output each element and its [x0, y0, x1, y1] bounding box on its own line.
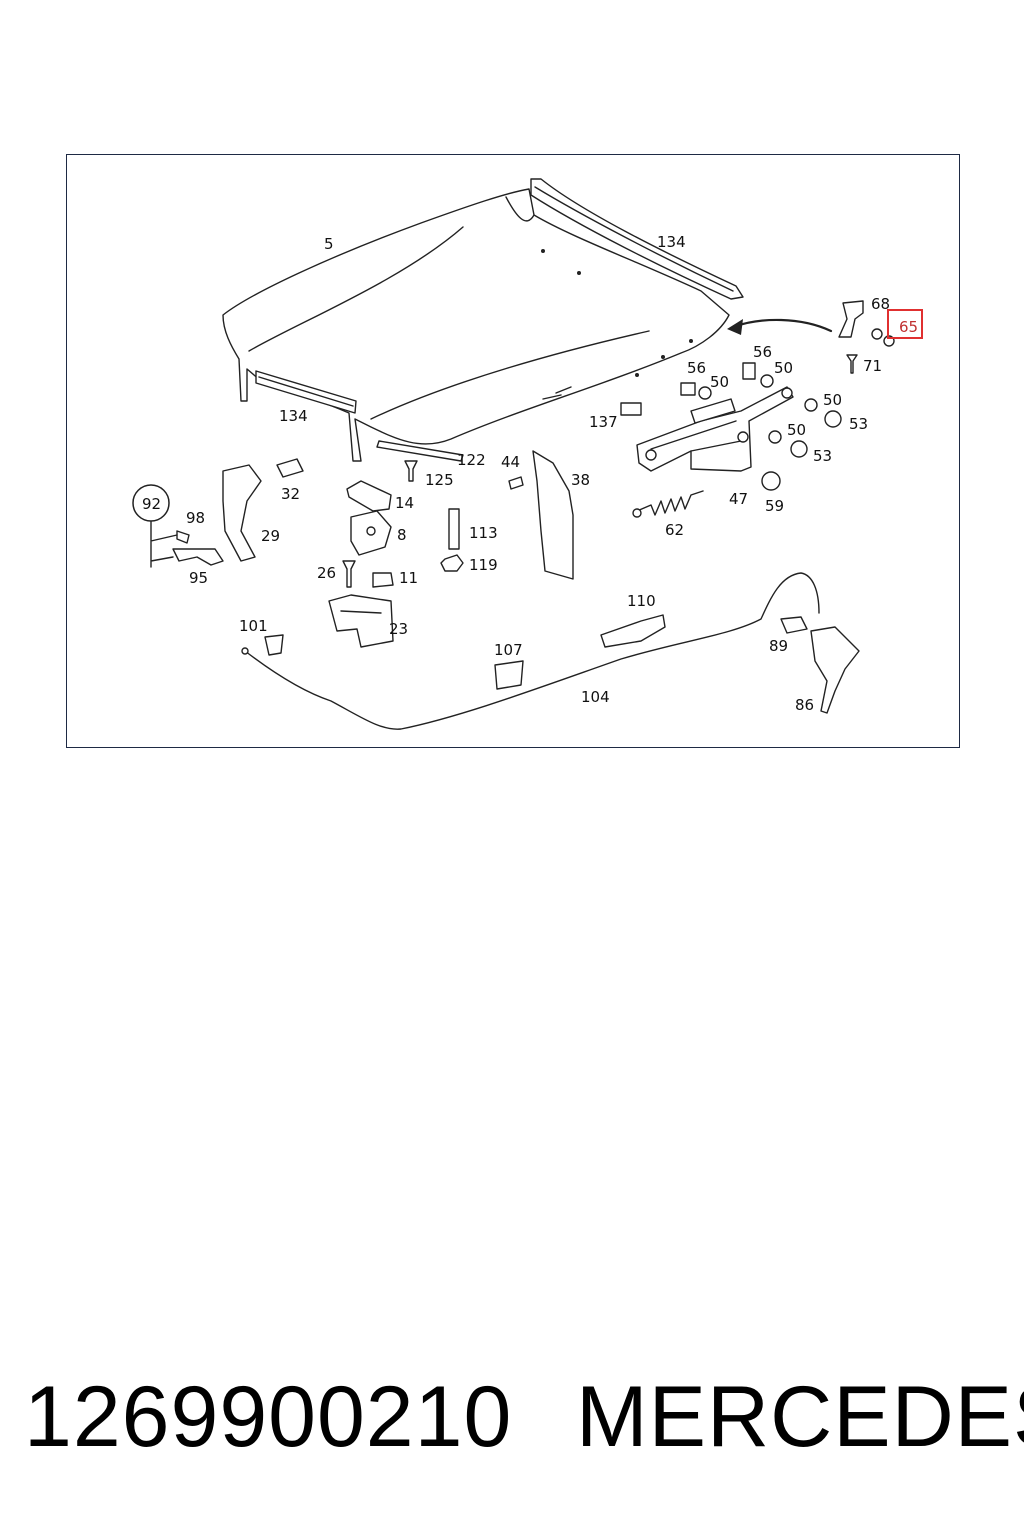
cable-tie-110	[600, 614, 666, 648]
pin-71	[846, 354, 858, 374]
brand-name: MERCEDES	[576, 1369, 1024, 1465]
callout-47: 47	[729, 490, 748, 508]
washer-50b	[760, 374, 774, 388]
exploded-view-drawing: 5 134 134 68 65 71 56 56 50 50 50 50 53 …	[132, 178, 923, 730]
callout-14: 14	[395, 494, 414, 512]
product-caption: 1269900210 MERCEDES	[0, 1362, 1024, 1472]
callout-119: 119	[469, 556, 498, 574]
clip-107	[494, 660, 524, 690]
callout-71: 71	[863, 357, 882, 375]
bracket-95	[172, 548, 224, 566]
callout-62: 62	[665, 521, 684, 539]
callout-107: 107	[494, 641, 523, 659]
callout-134-top: 134	[657, 233, 686, 251]
callout-104: 104	[581, 688, 610, 706]
callout-29: 29	[261, 527, 280, 545]
washer-50a	[698, 386, 712, 400]
latch-8	[350, 510, 392, 556]
callout-26: 26	[317, 564, 336, 582]
clip-101	[264, 634, 284, 656]
hinge-assembly	[636, 386, 794, 472]
callout-59: 59	[765, 497, 784, 515]
callout-8: 8	[397, 526, 407, 544]
trim-strip	[376, 440, 464, 462]
bolt-113	[448, 508, 460, 550]
callout-50-c: 50	[823, 391, 842, 409]
release-handle-86	[810, 626, 860, 714]
callout-98: 98	[186, 509, 205, 527]
callout-11: 11	[399, 569, 418, 587]
nut-53a	[824, 410, 842, 428]
callout-50-b: 50	[774, 359, 793, 377]
callout-68: 68	[871, 295, 890, 313]
nut-53b	[790, 440, 808, 458]
clip-137	[620, 402, 642, 416]
callout-32: 32	[281, 485, 300, 503]
callout-86: 86	[795, 696, 814, 714]
nut-59	[761, 471, 781, 491]
nut-119	[440, 554, 464, 572]
clip-56-right	[742, 362, 756, 380]
clip-56-left	[680, 382, 696, 396]
callout-23: 23	[389, 620, 408, 638]
callout-122: 122	[457, 451, 486, 469]
callout-65: 65	[899, 318, 918, 336]
parts-diagram: 5 134 134 68 65 71 56 56 50 50 50 50 53 …	[66, 154, 960, 748]
callout-125: 125	[425, 471, 454, 489]
seal-strip-left	[255, 370, 357, 414]
circled-callout-92	[132, 484, 170, 522]
part-number: 1269900210	[24, 1369, 513, 1465]
washer-50d	[768, 430, 782, 444]
screw-32	[276, 458, 304, 478]
callout-110: 110	[627, 592, 656, 610]
callout-38: 38	[571, 471, 590, 489]
callout-50-d: 50	[787, 421, 806, 439]
direction-arrow	[727, 318, 833, 335]
screw-44	[508, 476, 524, 490]
screw-26	[342, 560, 356, 588]
seal-strip-top	[530, 178, 744, 300]
washer-50c	[804, 398, 818, 412]
release-cable-104	[241, 572, 820, 730]
lock-23	[328, 594, 394, 648]
catch-29	[222, 464, 262, 562]
callout-5: 5	[324, 235, 334, 253]
callout-leader-92	[150, 520, 178, 568]
callout-92: 92	[142, 495, 161, 513]
screw-89	[780, 616, 808, 634]
callout-56-right: 56	[753, 343, 772, 361]
callout-89: 89	[769, 637, 788, 655]
nut-11	[372, 572, 394, 588]
callout-137: 137	[589, 413, 618, 431]
highlight-box	[887, 309, 923, 339]
callout-101: 101	[239, 617, 268, 635]
callout-56-left: 56	[687, 359, 706, 377]
callout-53-a: 53	[849, 415, 868, 433]
callout-134-left: 134	[279, 407, 308, 425]
clip-98	[176, 530, 190, 544]
gasket-14	[346, 480, 392, 512]
cover-panel-38	[532, 450, 574, 580]
bracket-68	[838, 300, 864, 338]
callout-53-b: 53	[813, 447, 832, 465]
callout-44: 44	[501, 453, 520, 471]
callout-113: 113	[469, 524, 498, 542]
clip-125	[404, 460, 418, 482]
callout-95: 95	[189, 569, 208, 587]
callout-50-a: 50	[710, 373, 729, 391]
spring-62	[632, 490, 704, 518]
